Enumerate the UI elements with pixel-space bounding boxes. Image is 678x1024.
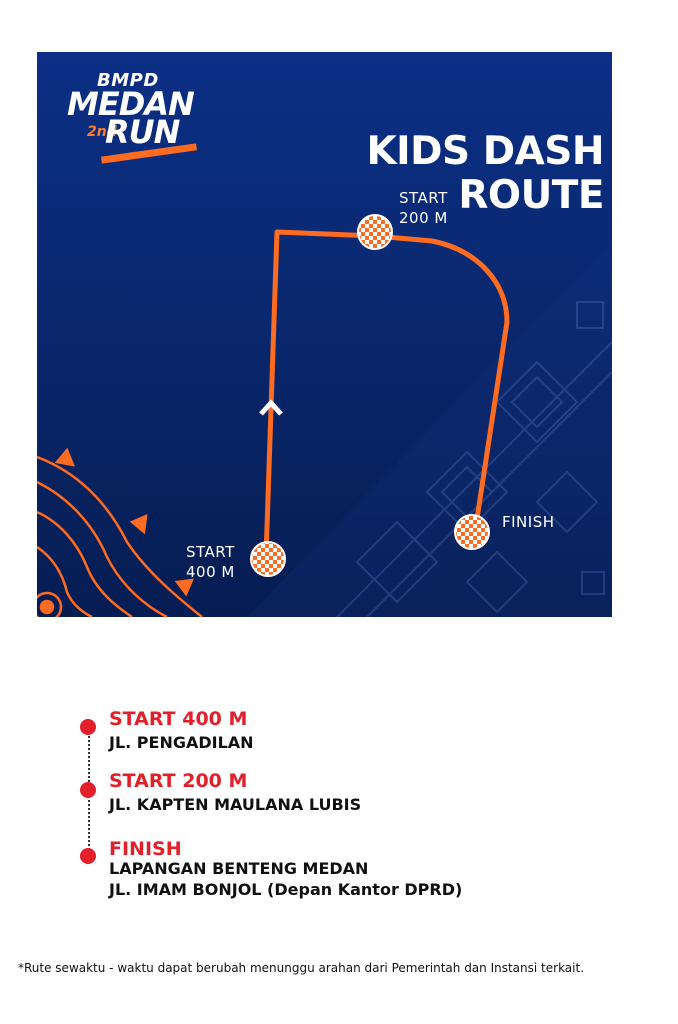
legend-street-start-400: JL. PENGADILAN <box>109 733 254 752</box>
legend-bullet-finish <box>80 848 96 864</box>
label-start-400-line1: START <box>186 543 235 561</box>
legend-bullet-start-400 <box>80 719 96 735</box>
mandala-decoration <box>37 447 203 617</box>
checkpoint-start-200-marker <box>357 214 393 250</box>
label-start-200-line1: START <box>399 189 448 207</box>
legend-street-finish: JL. IMAM BONJOL (Depan Kantor DPRD) <box>109 880 463 899</box>
route-line <box>263 229 510 558</box>
legend-title-start-400: START 400 M <box>109 708 248 730</box>
logo-text-bmpd: BMPD <box>97 70 159 91</box>
label-start-400-line2: 400 M <box>186 563 235 581</box>
label-finish: FINISH <box>502 513 555 531</box>
legend-venue-finish: LAPANGAN BENTENG MEDAN <box>109 859 369 878</box>
batik-pattern-decoration <box>247 242 612 617</box>
map-graphics <box>37 214 612 617</box>
direction-arrow-icon <box>259 399 283 416</box>
label-start-200-line2: 200 M <box>399 209 448 227</box>
legend-street-start-200: JL. KAPTEN MAULANA LUBIS <box>109 795 362 814</box>
label-start-200: START 200 M <box>399 188 448 228</box>
bmpd-medan-run-logo: BMPD MEDAN 2nd RUN <box>67 64 198 164</box>
checkpoint-start-400-marker <box>250 541 286 577</box>
legend-title-finish: FINISH <box>109 838 182 860</box>
label-start-400: START 400 M <box>186 542 235 582</box>
checkpoint-finish-marker <box>454 514 490 550</box>
legend-bullet-start-200 <box>80 782 96 798</box>
footnote: *Rute sewaktu - waktu dapat berubah menu… <box>18 961 585 975</box>
route-legend: START 400 M JL. PENGADILAN START 200 M J… <box>80 706 640 916</box>
legend-title-start-200: START 200 M <box>109 770 248 792</box>
logo-text-edition: 2nd <box>87 124 117 140</box>
logo-text-run: RUN <box>105 113 180 151</box>
route-map: BMPD MEDAN 2nd RUN KIDS DASH ROUTE START… <box>37 52 612 617</box>
logo-text-medan: MEDAN <box>67 85 195 123</box>
map-title: KIDS DASH ROUTE <box>366 129 604 218</box>
